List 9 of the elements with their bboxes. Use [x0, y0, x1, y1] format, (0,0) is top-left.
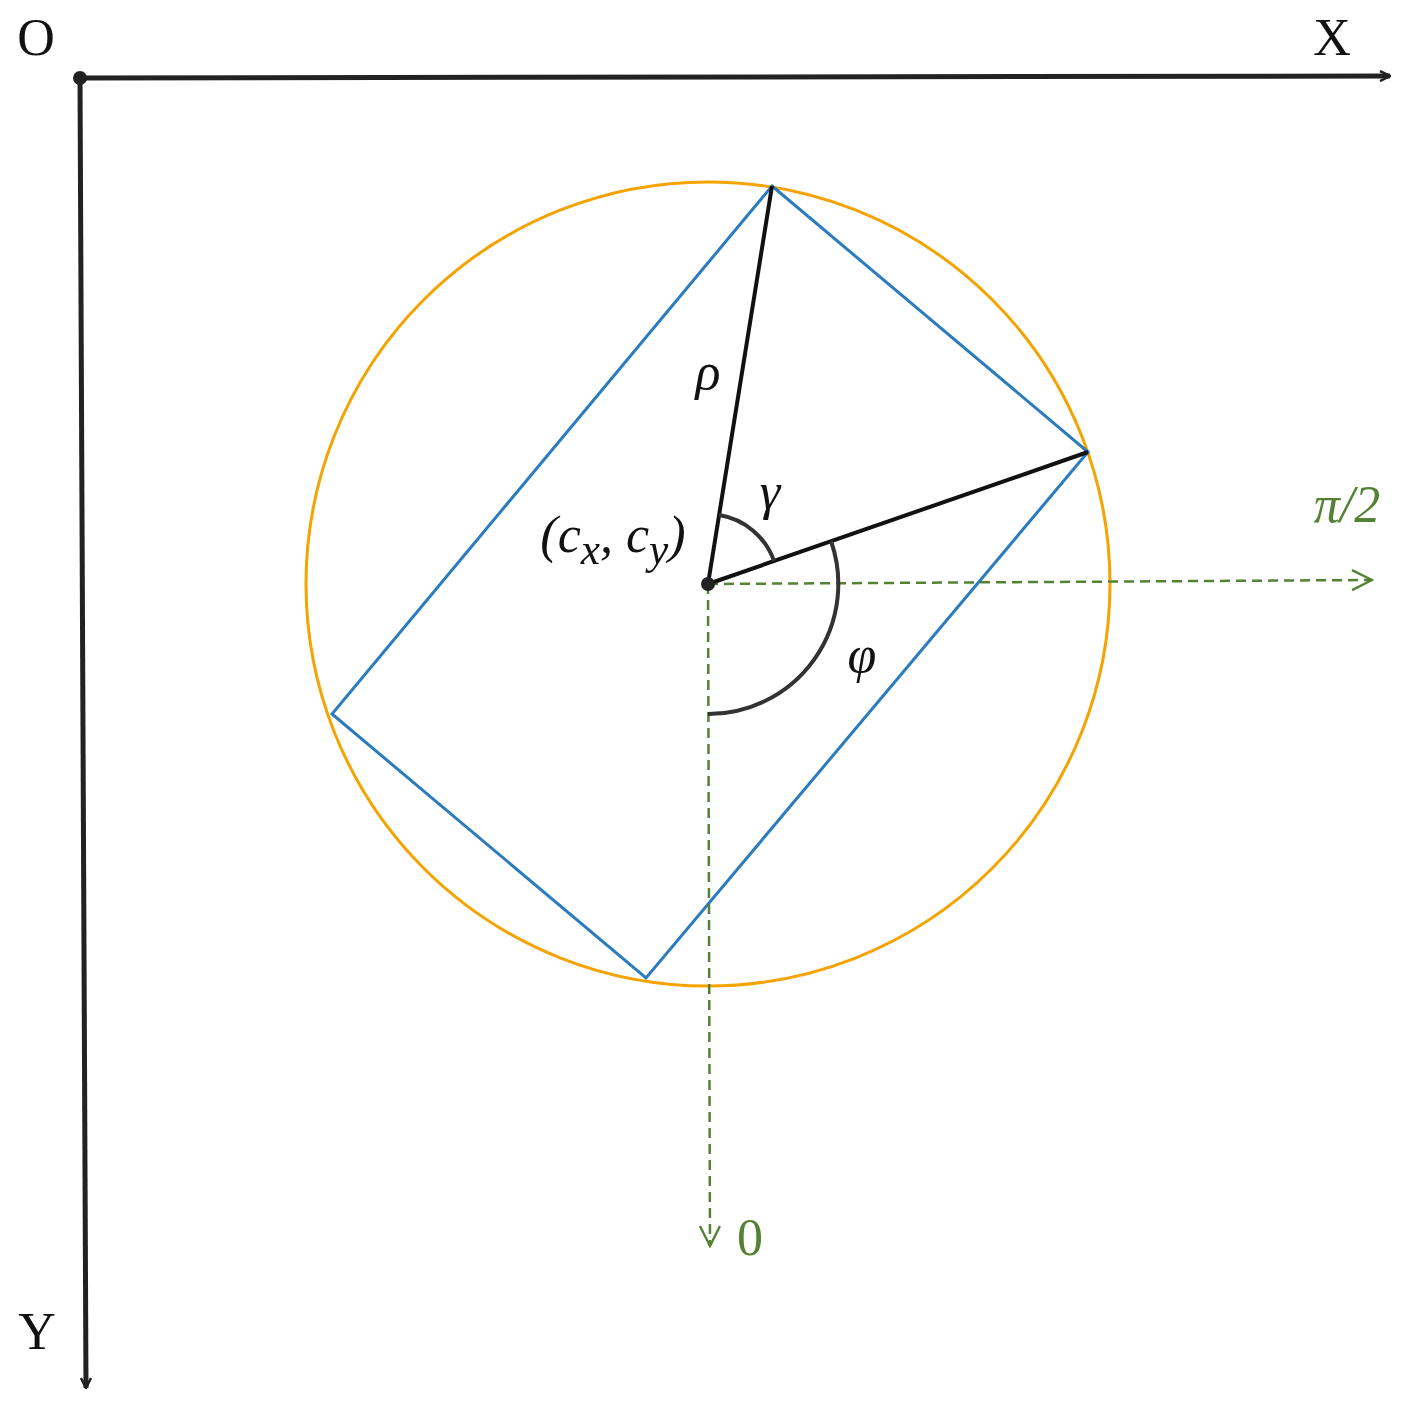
axis-label: Y: [18, 1306, 56, 1358]
axis-label: O: [17, 12, 55, 64]
symbol-label: γ: [759, 466, 781, 518]
angle-label: 0: [737, 1212, 763, 1264]
symbol-label: φ: [847, 629, 877, 681]
angle-label: π/2: [1313, 479, 1381, 531]
coordinate-label: (c$_{x}$, c$_{y}$): [540, 509, 686, 571]
axis-label: X: [1313, 12, 1351, 64]
symbol-label: ρ: [695, 346, 721, 398]
